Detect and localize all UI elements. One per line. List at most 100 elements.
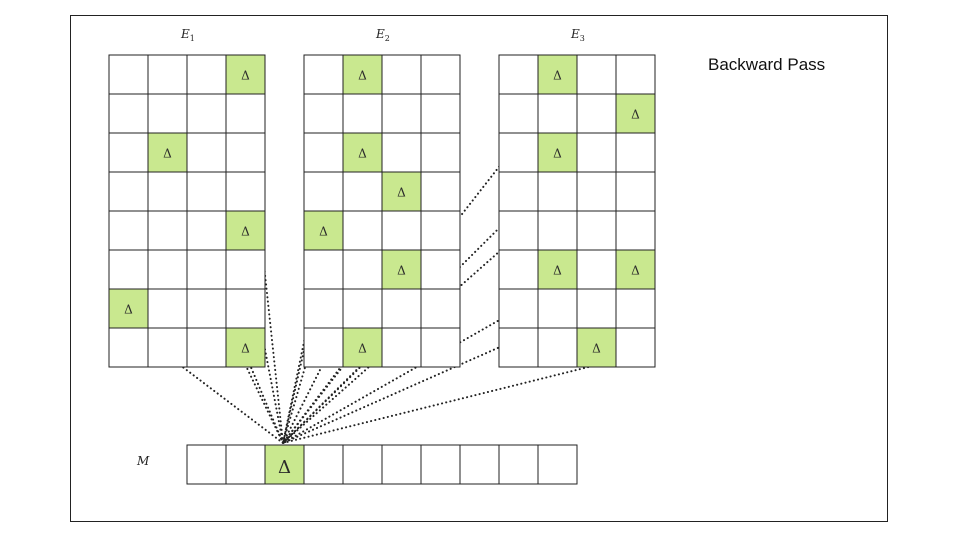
- grid-cell: [381, 210, 422, 251]
- grid-cell-highlighted: [225, 54, 266, 95]
- grid-cell: [108, 54, 149, 95]
- grid-cell: [498, 288, 539, 329]
- memory-cell-highlighted: [264, 444, 305, 485]
- grid-cell: [498, 54, 539, 95]
- grid-cell: [342, 210, 383, 251]
- delta-icon: Δ: [358, 342, 367, 356]
- grid-cell: [537, 93, 578, 134]
- grid-cell: [576, 249, 617, 290]
- grid-cell: [420, 327, 461, 368]
- delta-icon: Δ: [397, 186, 406, 200]
- grid-cell: [342, 249, 383, 290]
- grid-cell: [108, 327, 149, 368]
- memory-cell: [186, 444, 227, 485]
- grid-cell: [537, 288, 578, 329]
- grid-cell: [108, 132, 149, 173]
- memory-cell: [381, 444, 422, 485]
- grid-label-1: E1: [180, 27, 195, 43]
- delta-icon: Δ: [358, 147, 367, 161]
- grid-cell: [576, 54, 617, 95]
- grid-cell: [498, 210, 539, 251]
- connector-line: [282, 364, 598, 444]
- grid-label-2: E2: [375, 27, 390, 43]
- grid-cell: [420, 249, 461, 290]
- delta-icon: Δ: [319, 225, 328, 239]
- delta-icon: Δ: [241, 342, 250, 356]
- grid-cell: [108, 210, 149, 251]
- grid-cell: [147, 171, 188, 212]
- grid-cell: [615, 327, 656, 368]
- grid-cell: [498, 132, 539, 173]
- grid-cell-highlighted: [537, 249, 578, 290]
- grid-cell: [186, 249, 227, 290]
- grid-cell: [147, 249, 188, 290]
- grid-cell: [420, 210, 461, 251]
- grid-cell: [186, 132, 227, 173]
- grid-cell: [576, 132, 617, 173]
- grid-cell: [420, 132, 461, 173]
- grid-cell: [186, 210, 227, 251]
- grid-cell-highlighted: [615, 93, 656, 134]
- grid-cell: [615, 210, 656, 251]
- grid-cell: [498, 171, 539, 212]
- grid-cell: [420, 54, 461, 95]
- grid-cell-highlighted: [147, 132, 188, 173]
- grid-cell: [381, 288, 422, 329]
- grid-cell: [225, 249, 266, 290]
- delta-icon: Δ: [124, 303, 133, 317]
- grid-cell: [342, 288, 383, 329]
- connector-line: [244, 364, 284, 444]
- delta-icon: Δ: [278, 457, 291, 478]
- grid-cell: [342, 93, 383, 134]
- grid-cell: [225, 171, 266, 212]
- grid-cell: [615, 132, 656, 173]
- grid-cell: [186, 54, 227, 95]
- grid-cell: [537, 171, 578, 212]
- expert-grid-1: Δ Δ Δ Δ Δ: [108, 54, 266, 368]
- grid-cell: [615, 288, 656, 329]
- memory-cell: [303, 444, 344, 485]
- grid-cell: [420, 288, 461, 329]
- grid-cell: [303, 93, 344, 134]
- delta-icon: Δ: [241, 69, 250, 83]
- grid-cell-highlighted: [537, 54, 578, 95]
- grid-cell: [615, 171, 656, 212]
- diagram-title: Backward Pass: [708, 55, 826, 74]
- grid-cell: [615, 54, 656, 95]
- grid-cell: [186, 171, 227, 212]
- grid-cell: [147, 327, 188, 368]
- grid-cell: [225, 288, 266, 329]
- grid-cell: [420, 171, 461, 212]
- grid-cell: [576, 171, 617, 212]
- grid-cell: [303, 132, 344, 173]
- delta-icon: Δ: [553, 264, 562, 278]
- grid-cell: [186, 327, 227, 368]
- delta-icon: Δ: [241, 225, 250, 239]
- grid-cell: [303, 327, 344, 368]
- grid-cell: [147, 93, 188, 134]
- connector-line: [282, 247, 325, 444]
- delta-icon: Δ: [553, 147, 562, 161]
- grid-cell: [381, 54, 422, 95]
- delta-icon: Δ: [358, 69, 367, 83]
- grid-cell: [498, 327, 539, 368]
- grid-cell: [147, 288, 188, 329]
- grid-cell: [576, 288, 617, 329]
- grid-cell: [147, 210, 188, 251]
- grid-cell: [498, 93, 539, 134]
- delta-icon: Δ: [553, 69, 562, 83]
- delta-icon: Δ: [631, 264, 640, 278]
- delta-icon: Δ: [592, 342, 601, 356]
- delta-icon: Δ: [163, 147, 172, 161]
- grid-cell: [225, 132, 266, 173]
- grid-cell: [342, 171, 383, 212]
- memory-label: M: [136, 454, 150, 468]
- grid-cell: [381, 132, 422, 173]
- grid-cell: [498, 249, 539, 290]
- grid-cell: [537, 210, 578, 251]
- memory-cell: [420, 444, 461, 485]
